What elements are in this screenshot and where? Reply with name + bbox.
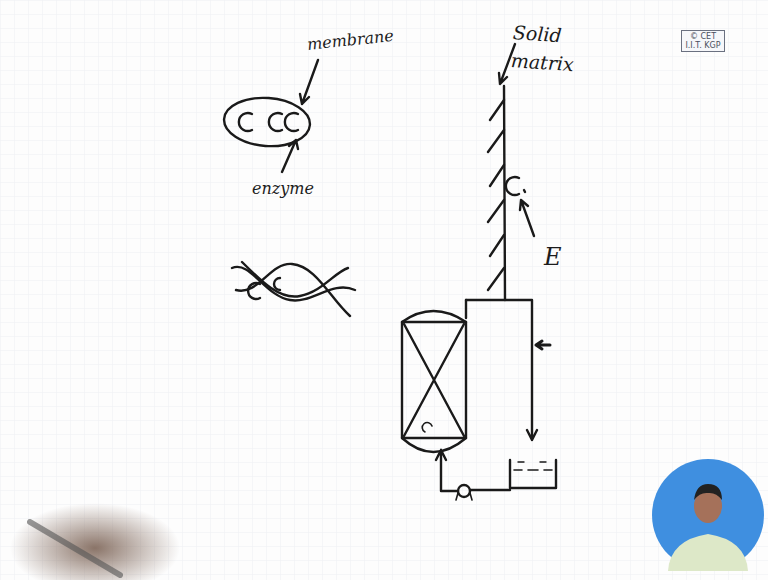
enzyme-symbol <box>506 177 519 195</box>
presenter-figure <box>668 484 748 571</box>
dot <box>524 190 525 192</box>
watermark-box: © CET I.I.T. KGP <box>681 30 725 52</box>
tank-liquid <box>514 469 552 471</box>
outlet-pipe <box>466 300 537 440</box>
feed-pipe <box>470 489 510 491</box>
enzyme-symbol <box>239 113 252 131</box>
handwritten-label: Solid matrix <box>510 18 592 79</box>
reactor-top-dome <box>402 311 466 322</box>
holding-tank <box>510 460 556 488</box>
packing-cross <box>404 324 464 436</box>
feed-pipe <box>436 450 458 491</box>
enzyme-symbol <box>269 113 282 131</box>
presenter-hand <box>10 503 180 580</box>
leader-arrow <box>300 60 318 104</box>
pump-symbol <box>458 485 470 497</box>
pointer-arrow <box>536 341 550 349</box>
matrix-hatching <box>488 100 504 290</box>
enzyme-symbol <box>285 113 298 131</box>
reactor-column <box>402 322 466 438</box>
handwritten-label: enzyme <box>252 178 362 199</box>
watermark-text: © CET I.I.T. KGP <box>684 32 722 50</box>
reactor-bottom-dome <box>402 438 466 452</box>
outlet-pipe <box>465 300 467 318</box>
pump-stand <box>456 493 472 500</box>
enzyme-symbol <box>274 278 280 290</box>
webcam-inset <box>652 459 764 571</box>
leader-arrow <box>520 200 534 236</box>
small-mark <box>422 423 432 432</box>
enzyme-symbol <box>248 283 260 299</box>
fibre-strand <box>242 262 348 297</box>
leader-arrow <box>282 140 298 172</box>
tank-liquid <box>518 461 546 462</box>
membrane-ellipse <box>222 95 311 149</box>
pen <box>30 522 120 575</box>
handwritten-label: E <box>544 242 574 273</box>
